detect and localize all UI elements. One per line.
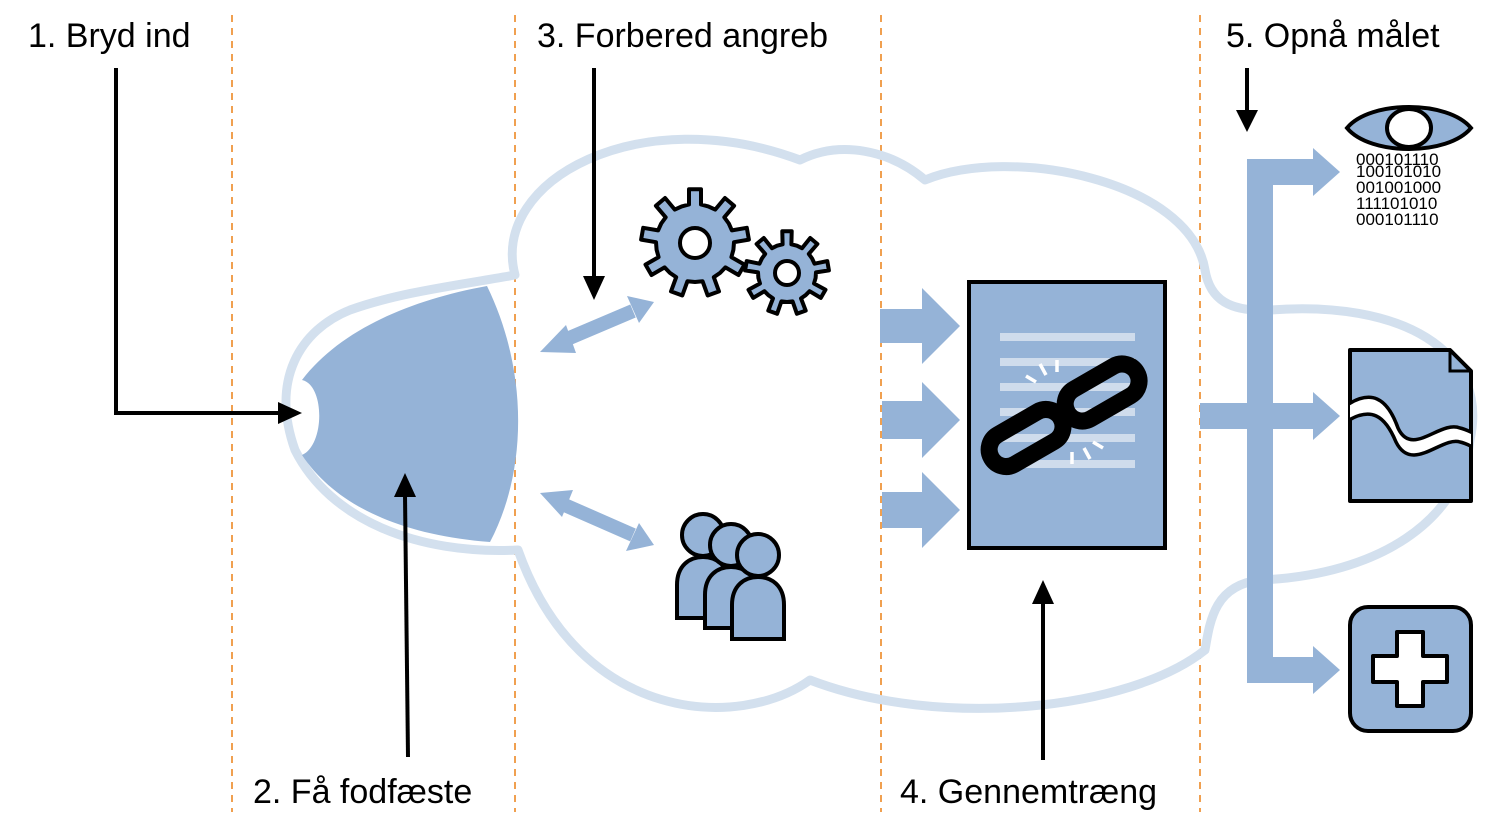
stage-label-3: 3. Forbered angreb bbox=[537, 17, 828, 55]
binary-line-3: 001001000 bbox=[1356, 178, 1441, 197]
block-arrows-penetrate bbox=[880, 288, 960, 548]
broken-link-document bbox=[967, 280, 1167, 550]
eye-data-icon: 000101110 100101010 001001000 111101010 … bbox=[1344, 105, 1474, 229]
stage-label-4: 4. Gennemtræng bbox=[900, 773, 1157, 811]
block-arrow-1 bbox=[880, 288, 960, 364]
double-arrow-gears bbox=[540, 296, 654, 353]
binary-line-4: 111101010 bbox=[1356, 194, 1437, 213]
pointer-arrows bbox=[114, 68, 1258, 760]
stage-label-5: 5. Opnå målet bbox=[1226, 17, 1440, 55]
document-icon bbox=[1348, 348, 1473, 503]
double-arrow-people bbox=[540, 490, 654, 551]
block-arrow-3 bbox=[882, 472, 960, 548]
gear-small-icon-hole bbox=[773, 259, 801, 287]
gear-large-icon-hole bbox=[678, 226, 712, 260]
stage-dividers bbox=[231, 15, 1201, 812]
block-arrow-2 bbox=[882, 382, 960, 458]
foothold-shield bbox=[302, 286, 519, 542]
binary-line-2: 100101010 bbox=[1356, 162, 1441, 181]
gears-icon bbox=[639, 187, 831, 316]
break-in-arrow bbox=[114, 68, 280, 415]
stage-label-1: 1. Bryd ind bbox=[28, 17, 191, 55]
medical-cross-icon bbox=[1348, 605, 1473, 733]
objective-branch-arrow bbox=[1200, 148, 1340, 694]
binary-line-1: 000101110 bbox=[1356, 150, 1439, 169]
foothold-arrow bbox=[403, 494, 410, 758]
people-icon bbox=[675, 512, 786, 641]
binary-line-5: 000101110 bbox=[1356, 210, 1439, 229]
broken-link-icon bbox=[980, 355, 1148, 475]
stage-label-2: 2. Få fodfæste bbox=[253, 773, 472, 811]
